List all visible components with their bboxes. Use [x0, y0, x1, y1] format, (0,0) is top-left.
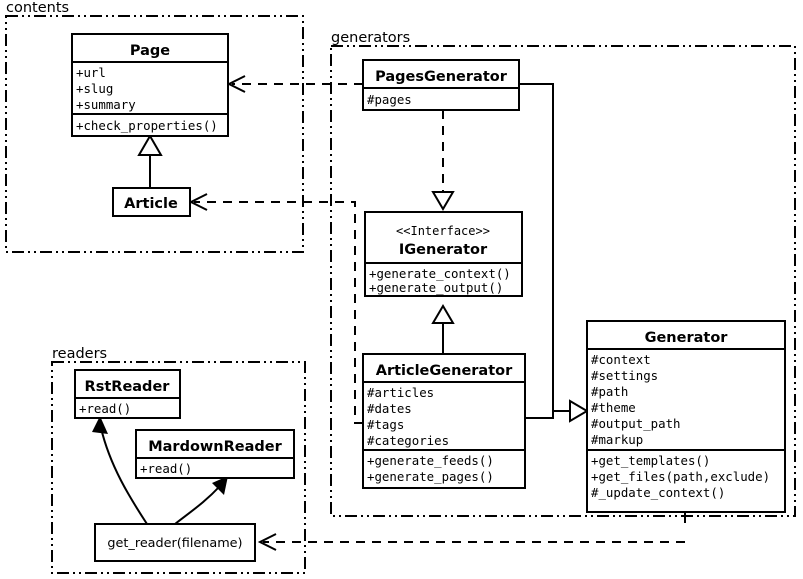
package-contents: contents [5, 0, 304, 253]
class-page-box[interactable] [71, 33, 229, 137]
class-articlegenerator[interactable]: ArticleGenerator #articles #dates #tags … [362, 353, 526, 489]
creates-curve [100, 427, 148, 525]
class-articlegenerator-title: ArticleGenerator [376, 363, 513, 379]
class-generator-box[interactable] [586, 320, 786, 513]
class-igenerator-box[interactable] [364, 211, 523, 297]
class-pagesgenerator-attribute: #pages [367, 92, 412, 107]
class-articlegenerator-attribute: #articles [367, 385, 434, 400]
class-articlegenerator-box[interactable] [362, 353, 526, 489]
package-readers-border [51, 361, 306, 574]
class-pagesgenerator-box[interactable] [362, 59, 520, 111]
class-generator-attribute: #markup [591, 432, 643, 447]
class-generator-attribute: #theme [591, 400, 636, 415]
class-article-title: Article [124, 196, 178, 212]
hollow-triangle-arrowhead [431, 191, 455, 211]
dependency-line [194, 201, 363, 424]
class-igenerator-method: +generate_output() [369, 280, 503, 295]
package-contents-label: contents [6, 0, 69, 16]
class-article[interactable]: Article [112, 187, 191, 217]
class-page-method: +check_properties() [76, 118, 218, 133]
class-pagesgenerator-title: PagesGenerator [375, 69, 508, 85]
class-igenerator-method: +generate_context() [369, 266, 511, 281]
class-pagesgenerator[interactable]: PagesGenerator #pages [362, 59, 520, 111]
class-generator[interactable]: Generator #context #settings #path #them… [586, 320, 786, 513]
class-generator-attribute: #settings [591, 368, 658, 383]
package-readers: readers [51, 346, 306, 574]
class-generator-method: +get_templates() [591, 453, 710, 468]
class-generator-attribute: #context [591, 352, 651, 367]
creates-getreader-to-rstreader [92, 416, 148, 525]
class-mardownreader[interactable]: MardownReader +read() [135, 429, 295, 479]
class-rstreader-title: RstReader [85, 379, 171, 395]
function-get-reader-label: get_reader(filename) [107, 536, 242, 551]
filled-arrowhead [212, 476, 228, 495]
generalization-articlegenerator-to-igenerator [431, 304, 455, 354]
function-get-reader[interactable]: get_reader(filename) [94, 523, 256, 562]
class-page[interactable]: Page +url +slug +summary +check_properti… [71, 33, 229, 137]
creates-getreader-to-mardownreader [174, 476, 228, 525]
class-page-attribute: +slug [76, 81, 113, 96]
class-articlegenerator-method: +generate_feeds() [367, 453, 494, 468]
class-mardownreader-box[interactable] [135, 429, 295, 479]
class-articlegenerator-attribute: #dates [367, 401, 412, 416]
class-articlegenerator-attribute: #tags [367, 417, 404, 432]
generalization-articlegenerator-to-generator [525, 399, 589, 423]
package-contents-border [5, 15, 304, 253]
filled-arrowhead [92, 416, 108, 434]
dependency-articlegenerator-to-article [188, 193, 363, 424]
open-arrowhead [257, 533, 277, 551]
hollow-triangle-arrowhead [431, 304, 455, 324]
creates-curve [174, 485, 221, 525]
class-rstreader-method: +read() [79, 401, 131, 416]
hollow-triangle-arrowhead [137, 134, 163, 156]
class-igenerator-title: IGenerator [399, 242, 488, 258]
class-articlegenerator-attribute: #categories [367, 433, 449, 448]
generalization-line [525, 411, 554, 419]
class-page-attribute: +url [76, 65, 106, 80]
package-generators-border [330, 45, 796, 517]
package-readers-label: readers [52, 346, 107, 362]
dependency-pagesgenerator-to-page [226, 75, 363, 93]
generalization-pagesgenerator-to-generator [519, 83, 570, 412]
package-generators: generators [330, 30, 796, 517]
package-generators-label: generators [331, 30, 410, 46]
class-igenerator[interactable]: <<Interface>> IGenerator +generate_conte… [364, 211, 523, 297]
class-page-attribute: +summary [76, 97, 136, 112]
class-generator-title: Generator [645, 330, 729, 346]
function-get-reader-box[interactable] [94, 523, 256, 562]
class-page-title: Page [130, 43, 170, 59]
class-igenerator-stereotype: <<Interface>> [396, 224, 490, 238]
class-articlegenerator-method: +generate_pages() [367, 469, 494, 484]
class-mardownreader-title: MardownReader [148, 439, 282, 455]
realization-pagesgenerator-to-igenerator [431, 110, 455, 211]
class-article-box[interactable] [112, 187, 191, 217]
class-generator-method: +get_files(path,exclude) [591, 469, 770, 484]
class-generator-attribute: #output_path [591, 416, 681, 431]
generalization-article-to-page [137, 134, 163, 188]
class-mardownreader-method: +read() [140, 461, 192, 476]
dependency-generator-to-getreader [257, 512, 686, 551]
class-rstreader[interactable]: RstReader +read() [74, 369, 181, 419]
class-generator-method: #_update_context() [591, 485, 725, 500]
class-rstreader-box[interactable] [74, 369, 181, 419]
generalization-line [519, 83, 570, 412]
hollow-triangle-arrowhead [569, 399, 589, 423]
class-generator-attribute: #path [591, 384, 628, 399]
